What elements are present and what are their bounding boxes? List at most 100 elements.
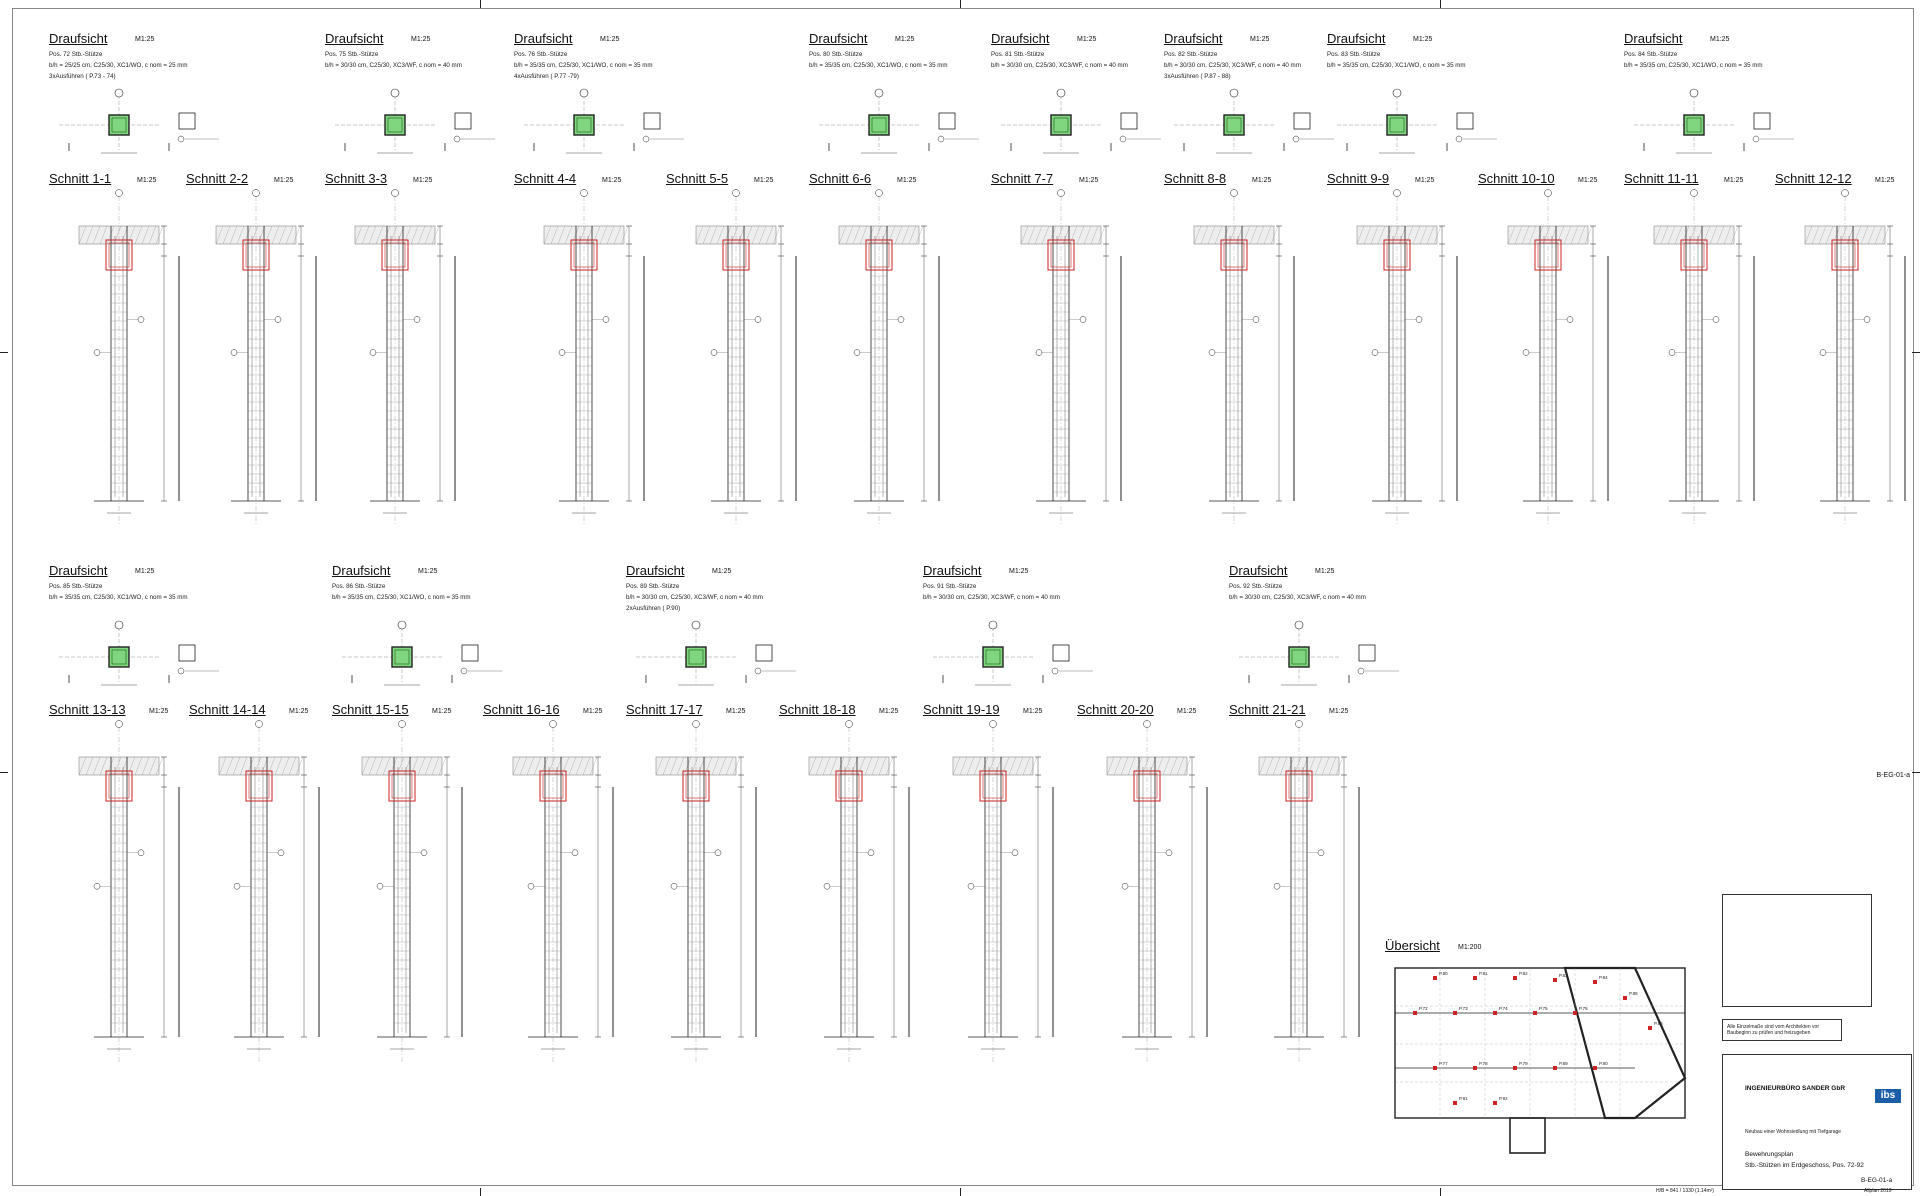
hatch-line (852, 225, 861, 245)
axis-marker (255, 720, 263, 728)
rebar-marker (1371, 349, 1379, 356)
hatch-line (264, 225, 273, 245)
column-marker (1453, 1101, 1457, 1105)
hatch-line (568, 756, 577, 776)
position-tag: P.72 (1419, 1006, 1428, 1011)
stirrup-detail (1120, 112, 1138, 130)
rebar-marker (233, 883, 241, 890)
position-tag: P.73 (1459, 1006, 1468, 1011)
rebar-marker (420, 849, 428, 856)
hatch-line (1069, 225, 1078, 245)
axis-marker (579, 88, 589, 98)
rebar-marker (93, 883, 101, 890)
connection-rebar (1047, 239, 1075, 271)
hatch-line (887, 225, 896, 245)
execution-note: 2xAusführen ( P.90) (626, 605, 681, 612)
plan-number: B-EG-01-a (1861, 1177, 1893, 1184)
stirrup-detail (178, 644, 196, 662)
hatch-line (885, 756, 894, 776)
rebar-marker (1522, 349, 1530, 356)
stirrup-detail (643, 112, 661, 130)
hatch-line (288, 756, 297, 776)
rebar-marker (1273, 883, 1281, 890)
hatch-line (915, 225, 924, 245)
hatch-line (582, 756, 591, 776)
plan-title: Draufsicht (1229, 563, 1288, 578)
column-section (391, 646, 413, 668)
hatch-line (424, 225, 433, 245)
position-label: Pos. 81 Stb.-Stütze (991, 51, 1045, 58)
plan-scale: M1:25 (1009, 568, 1029, 575)
position-label: Pos. 76 Stb.-Stütze (514, 51, 568, 58)
position-label: Pos. 75 Stb.-Stütze (325, 51, 379, 58)
column-section (1288, 646, 1310, 668)
column-marker (1453, 1011, 1457, 1015)
column-marker (1533, 1011, 1537, 1015)
column-marker (1593, 980, 1597, 984)
hatch-line (1653, 225, 1662, 245)
axis-marker (1392, 88, 1402, 98)
section-scale: M1:25 (413, 177, 433, 184)
stirrup-detail (1456, 112, 1474, 130)
rebar-marker (376, 883, 384, 890)
hatch-line (1811, 225, 1820, 245)
hatch-line (1825, 225, 1834, 245)
column-spec: b/h = 30/30 cm, C25/30, XC3/WF, c nom = … (626, 594, 763, 601)
section-scale: M1:25 (1415, 177, 1435, 184)
hatch-line (148, 756, 157, 776)
stirrup (111, 649, 127, 665)
hatch-line (106, 756, 115, 776)
column-spec: b/h = 30/30 cm, C25/30, XC3/WF, c nom = … (923, 594, 1060, 601)
hatch-line (669, 756, 678, 776)
hatch-line (295, 756, 304, 776)
sheet-frame (12, 8, 1914, 1186)
position-tag: P.76 (1579, 1006, 1588, 1011)
axis-marker (115, 720, 123, 728)
connection-rebar (1285, 770, 1313, 802)
rebar-marker (137, 316, 145, 323)
stirrup-detail (1358, 644, 1376, 662)
hatch-line (836, 756, 845, 776)
section-scale: M1:25 (137, 177, 157, 184)
hatch-line (274, 756, 283, 776)
position-label: Pos. 80 Stb.-Stütze (809, 51, 863, 58)
frame-tick (1440, 0, 1441, 8)
hatch-line (127, 756, 136, 776)
hatch-line (894, 225, 903, 245)
position-tag: P.79 (1519, 1061, 1528, 1066)
hatch-line (571, 225, 580, 245)
hatch-line (232, 756, 241, 776)
column-spec: b/h = 30/30 cm, C25/30, XC3/WF, c nom = … (991, 62, 1128, 69)
column-marker (1553, 1066, 1557, 1070)
section-title: Schnitt 13-13 (49, 702, 126, 717)
hatch-line (1076, 225, 1085, 245)
hatch-line (866, 225, 875, 245)
section-title: Schnitt 4-4 (514, 171, 577, 186)
connection-rebar (1220, 239, 1248, 271)
hatch-line (1577, 225, 1586, 245)
hatch-line (1363, 225, 1372, 245)
position-label: Pos. 83 Stb.-Stütze (1327, 51, 1381, 58)
hatch-line (410, 756, 419, 776)
hatch-line (1090, 225, 1099, 245)
section-scale: M1:25 (897, 177, 917, 184)
column-marker (1473, 976, 1477, 980)
axis-marker (580, 189, 588, 197)
hatch-line (709, 225, 718, 245)
hatch-line (1314, 756, 1323, 776)
rebar-marker (230, 349, 238, 356)
position-label: Pos. 85 Stb.-Stütze (49, 583, 103, 590)
plan-title: Draufsicht (1624, 31, 1683, 46)
hatch-line (1335, 756, 1344, 776)
plan-scale: M1:25 (135, 568, 155, 575)
hatch-line (292, 225, 301, 245)
rebar-marker (1819, 349, 1827, 356)
hatch-line (403, 225, 412, 245)
hatch-line (78, 225, 87, 245)
hatch-line (725, 756, 734, 776)
axis-marker (1143, 720, 1151, 728)
rebar-marker (1252, 316, 1260, 323)
column-marker (1513, 976, 1517, 980)
position-tag: P.80 (1439, 971, 1448, 976)
